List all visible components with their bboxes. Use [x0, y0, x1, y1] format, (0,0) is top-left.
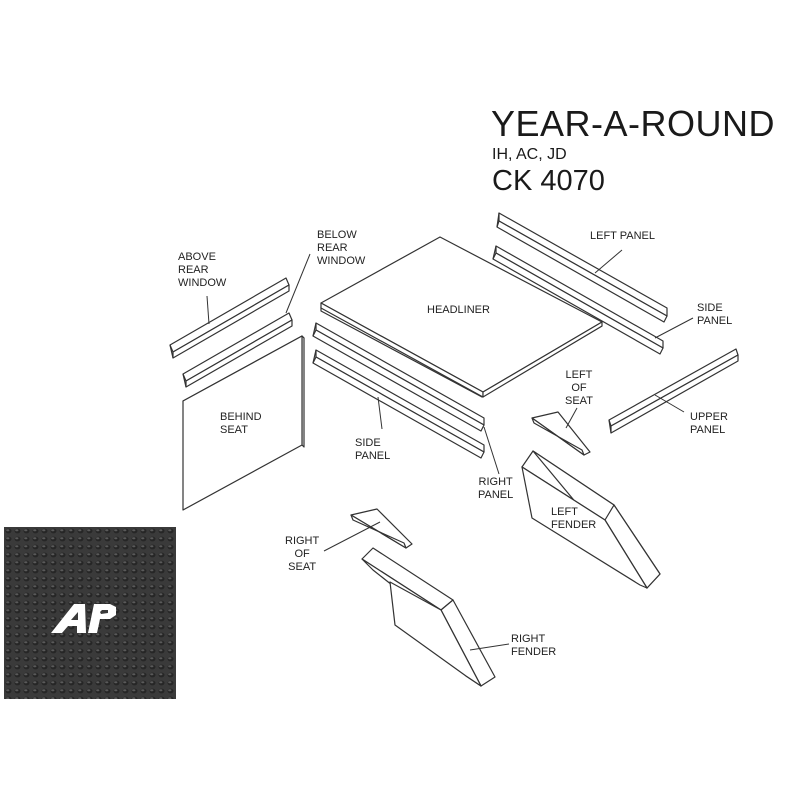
- material-swatch: AP: [4, 527, 176, 699]
- label-headliner: HEADLINER: [427, 304, 490, 316]
- headliner-part: [320, 236, 603, 398]
- ap-logo: [51, 604, 116, 633]
- behind-seat-part: [182, 335, 305, 511]
- leader-below-rear-window: [285, 253, 311, 314]
- swatch-texture: [4, 527, 176, 699]
- leader-upper-panel: [654, 394, 685, 413]
- leader-right-of-seat: [323, 521, 381, 552]
- right-of-seat-part: [350, 508, 413, 549]
- right-fender-part: [361, 547, 496, 687]
- kit-makes: IH, AC, JD: [492, 146, 567, 163]
- leader-right-fender: [469, 643, 510, 651]
- kit-code: CK 4070: [492, 165, 605, 197]
- leader-above-rear-window: [206, 295, 210, 325]
- kit-title: YEAR-A-ROUND: [491, 103, 776, 144]
- side-panel-left-part: [312, 349, 485, 459]
- left-fender-part: [521, 450, 661, 589]
- leader-left-of-seat: [565, 407, 578, 429]
- label-left-panel: LEFT PANEL: [590, 230, 656, 242]
- leader-side-panel-right: [654, 317, 694, 339]
- right-panel-part: [312, 322, 485, 432]
- above-rear-window-part: [169, 277, 290, 359]
- leader-side-panel-left: [377, 396, 383, 430]
- below-rear-window-part: [182, 312, 293, 388]
- side-panel-right-part: [492, 245, 664, 355]
- upper-panel-part: [608, 348, 739, 434]
- leader-left-panel: [594, 249, 623, 274]
- left-of-seat-part: [531, 411, 591, 456]
- left-panel-part: [496, 212, 668, 323]
- leader-right-panel: [483, 426, 500, 475]
